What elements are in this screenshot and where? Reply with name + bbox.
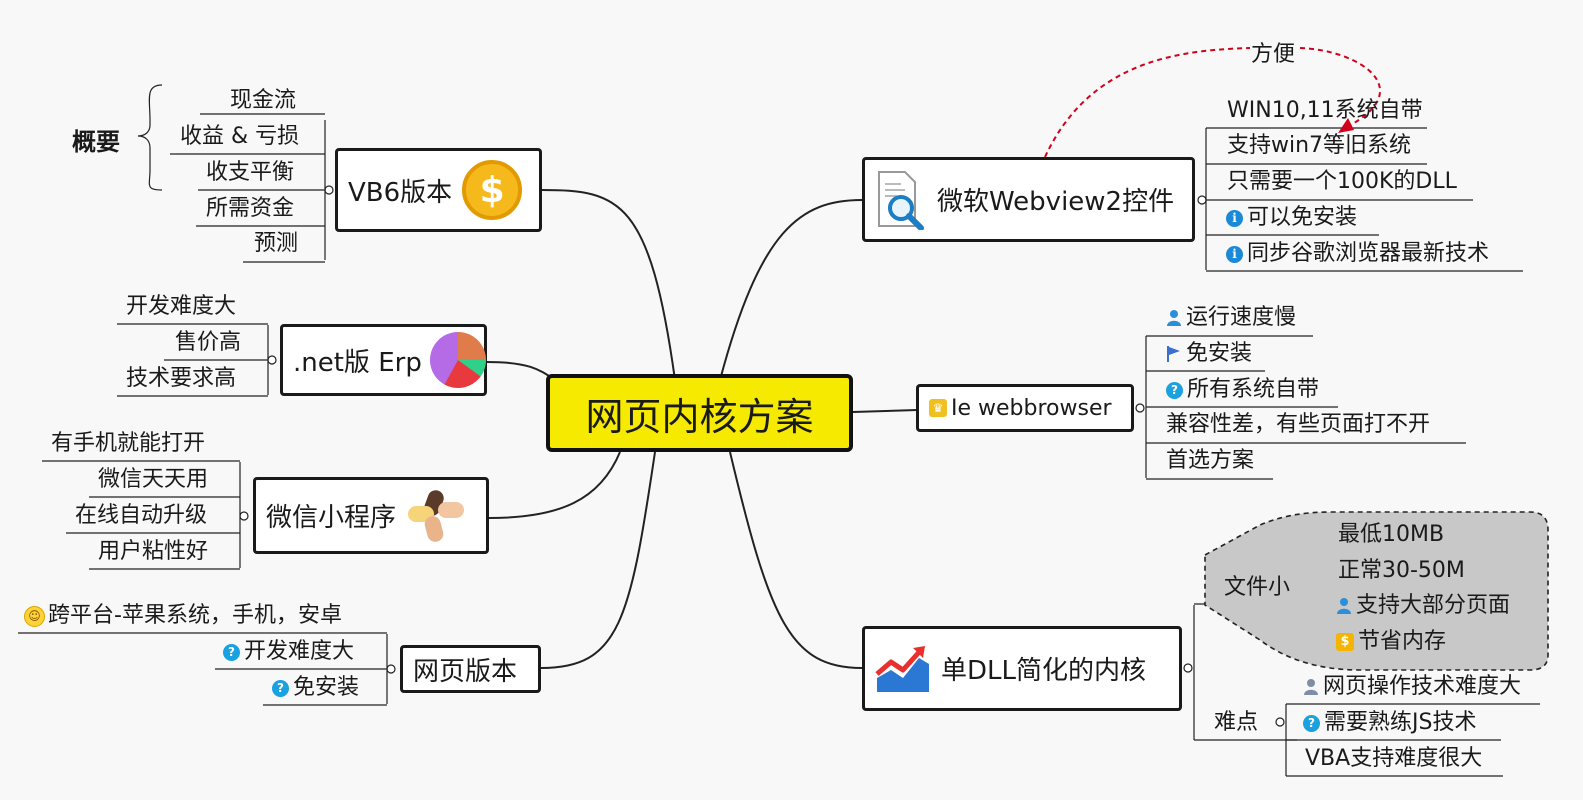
net-item-3[interactable]: 技术要求高 (126, 366, 237, 391)
net-item-1[interactable]: 开发难度大 (126, 294, 237, 319)
vb6-item-4[interactable]: 所需资金 (206, 196, 295, 221)
difficulty-item-3[interactable]: VBA支持难度很大 (1305, 746, 1483, 771)
web-item-2[interactable]: ?开发难度大 (223, 640, 354, 664)
question-icon: ? (1303, 714, 1320, 732)
person-icon (1336, 597, 1352, 615)
connector-central-wechat (488, 451, 621, 519)
dll-group-file-size[interactable]: 文件小 (1224, 575, 1291, 600)
vb6-item-1[interactable]: 现金流 (230, 88, 297, 113)
wechat-item-3[interactable]: 在线自动升级 (75, 503, 208, 528)
web-item-3[interactable]: ?免安装 (272, 676, 359, 700)
dollar-coin-icon: $ (462, 160, 523, 220)
connector-central-dll (729, 451, 863, 669)
web-item-1[interactable]: ☺跨平台-苹果系统，手机，安卓 (24, 604, 342, 628)
topic-web-label: 网页版本 (413, 656, 518, 687)
wechat-item-4[interactable]: 用户粘性好 (98, 539, 209, 564)
connector-central-ie (852, 409, 918, 413)
summary-label[interactable]: 概要 (72, 128, 120, 156)
person-icon (1166, 309, 1182, 327)
rising-chart-icon (875, 644, 931, 694)
net-item-2[interactable]: 售价高 (175, 330, 242, 355)
topic-web-version[interactable]: 网页版本 (400, 645, 541, 693)
wechat-item-2[interactable]: 微信天天用 (98, 467, 209, 492)
connector-central-net (486, 361, 556, 381)
connector-central-vb6 (541, 189, 676, 381)
info-icon: i (1226, 245, 1243, 263)
ie-item-1[interactable]: 运行速度慢 (1166, 306, 1296, 330)
difficulty-item-2[interactable]: ?需要熟练JS技术 (1303, 711, 1476, 735)
document-search-icon (875, 170, 927, 230)
topic-webview2[interactable]: 微软Webview2控件 (862, 157, 1195, 242)
connector-central-web (540, 451, 656, 669)
topic-vb6[interactable]: VB6版本 $ (335, 148, 542, 232)
flag-icon (1166, 345, 1182, 363)
trophy-icon: ♛ (929, 399, 947, 417)
topic-single-dll[interactable]: 单DLL简化的内核 (862, 626, 1182, 711)
size-item-4[interactable]: $节省内存 (1336, 630, 1446, 654)
vb6-item-5[interactable]: 预测 (254, 231, 299, 256)
topic-net-erp-label: .net版 Erp (293, 347, 422, 378)
question-icon: ? (272, 679, 289, 697)
topic-net-erp[interactable]: .net版 Erp (280, 324, 487, 396)
vb6-item-2[interactable]: 收益 & 亏损 (180, 124, 300, 149)
info-icon: i (1226, 209, 1243, 227)
joined-hands-icon (404, 487, 465, 544)
webview2-item-3[interactable]: 只需要一个100K的DLL (1227, 169, 1457, 194)
webview2-item-2[interactable]: 支持win7等旧系统 (1227, 133, 1412, 158)
question-icon: ? (223, 643, 240, 661)
topic-webview2-label: 微软Webview2控件 (937, 187, 1175, 217)
person-icon (1303, 678, 1319, 696)
connector-central-webview2 (719, 199, 863, 381)
vb6-item-3[interactable]: 收支平衡 (206, 160, 295, 185)
central-topic[interactable]: 网页内核方案 (546, 374, 853, 452)
topic-ie-webbrowser[interactable]: ♛ Ie webbrowser (916, 384, 1134, 432)
pie-chart-icon (429, 332, 486, 388)
ie-item-2[interactable]: 免安装 (1166, 342, 1252, 366)
question-icon: ? (1166, 381, 1183, 399)
boundary-shape (1204, 511, 1549, 671)
size-item-3[interactable]: 支持大部分页面 (1336, 594, 1510, 618)
size-item-2[interactable]: 正常30-50M (1338, 558, 1465, 583)
relationship-line (1044, 47, 1381, 158)
ie-item-4[interactable]: 兼容性差，有些页面打不开 (1166, 412, 1431, 437)
ie-item-3[interactable]: ?所有系统自带 (1166, 378, 1319, 402)
difficulty-item-1[interactable]: 网页操作技术难度大 (1303, 675, 1521, 699)
topic-single-dll-label: 单DLL简化的内核 (941, 656, 1146, 686)
wechat-item-1[interactable]: 有手机就能打开 (51, 431, 206, 456)
relationship-label[interactable]: 方便 (1251, 42, 1296, 67)
dollar-icon: $ (1336, 633, 1354, 651)
topic-wechat-miniprogram[interactable]: 微信小程序 (253, 477, 489, 554)
smiley-icon: ☺ (24, 605, 45, 627)
topic-vb6-label: VB6版本 (348, 177, 453, 208)
dll-group-difficulty[interactable]: 难点 (1214, 710, 1259, 735)
central-topic-label: 网页内核方案 (585, 394, 814, 439)
ie-item-5[interactable]: 首选方案 (1166, 448, 1255, 473)
topic-wechat-label: 微信小程序 (266, 503, 397, 533)
webview2-item-1[interactable]: WIN10,11系统自带 (1227, 98, 1423, 123)
size-item-1[interactable]: 最低10MB (1338, 522, 1445, 547)
topic-ie-label: Ie webbrowser (951, 395, 1112, 421)
